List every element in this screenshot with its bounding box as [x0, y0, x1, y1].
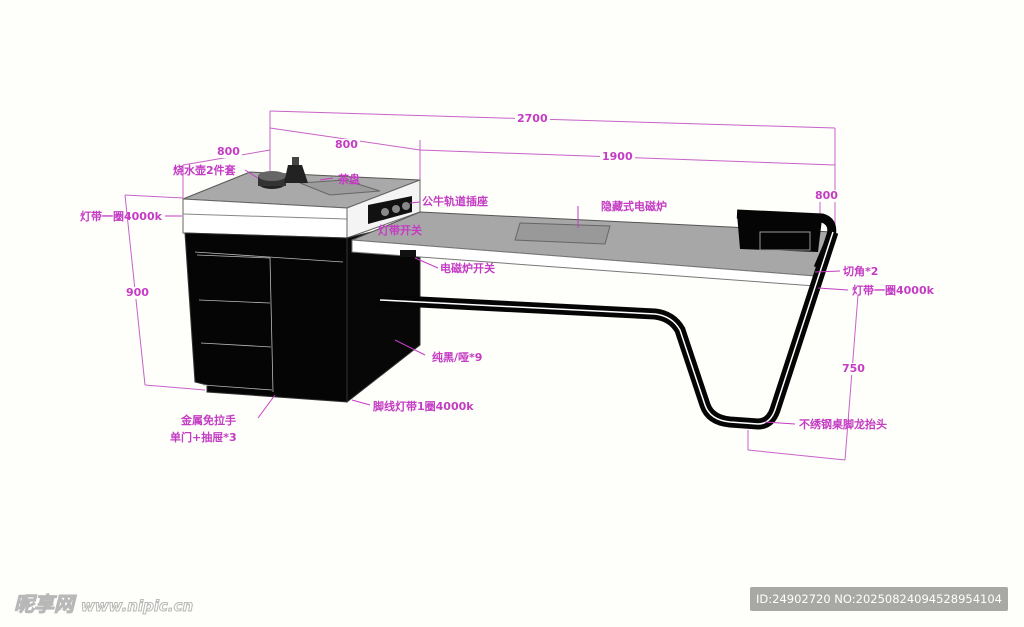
tea-tray: [299, 179, 381, 196]
end-box: [737, 214, 822, 252]
label-socket: 公牛轨道插座: [422, 195, 488, 208]
cabinet-front: [184, 232, 348, 403]
label-light-switch: 灯带开关: [378, 224, 422, 237]
label-plinth-light: 脚线灯带1圈4000k: [373, 400, 474, 413]
dim-cabinet-depth: 800: [215, 145, 242, 158]
label-hidden-induction: 隐藏式电磁炉: [601, 200, 667, 213]
image-id-badge: ID:24902720 NO:20250824094528954104: [750, 587, 1008, 611]
watermark: 昵享网 www.nipic.cn: [14, 592, 194, 617]
induction-switch: [400, 250, 416, 257]
label-chamfer: 切角*2: [843, 265, 879, 278]
label-kettle: 烧水壶2件套: [173, 164, 236, 177]
label-leg: 不绣钢桌脚龙抬头: [799, 418, 887, 431]
track-socket: [368, 196, 412, 224]
dim-cabinet-height: 900: [124, 286, 151, 299]
dim-counter-depth: 800: [813, 189, 840, 202]
label-light-strip-right: 灯带一圈4000k: [852, 284, 934, 297]
label-handle-2: 单门+抽屉*3: [170, 431, 237, 444]
dim-cabinet-width: 800: [333, 138, 360, 151]
label-handle-1: 金属免拉手: [181, 414, 236, 427]
hidden-induction: [514, 222, 611, 245]
leader-lines: [165, 169, 849, 425]
dim-total-length: 2700: [515, 112, 550, 125]
label-matte-black: 纯黑/哑*9: [432, 351, 483, 364]
dim-counter-length: 1900: [600, 150, 635, 163]
dim-table-height: 750: [840, 362, 867, 375]
label-light-strip-left: 灯带一圈4000k: [80, 210, 162, 223]
label-tea-tray: 茶盘: [338, 173, 360, 186]
label-induction-switch: 电磁炉开关: [440, 262, 495, 275]
